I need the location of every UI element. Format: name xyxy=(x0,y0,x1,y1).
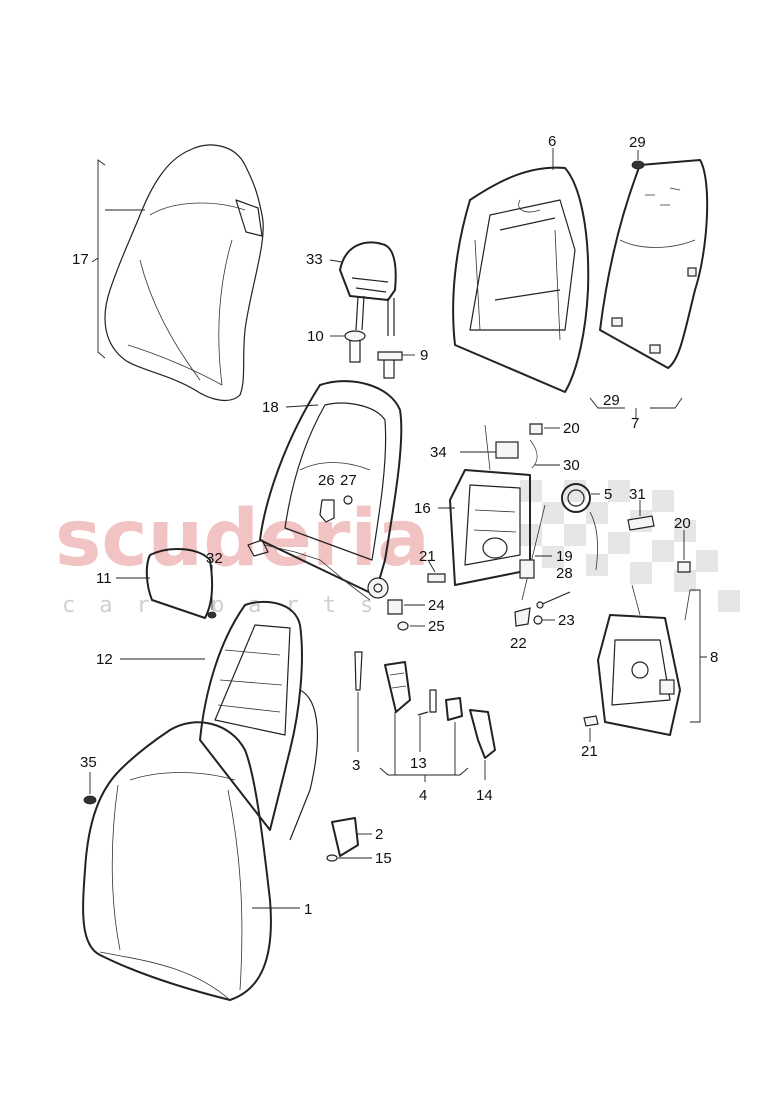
callout-30: 30 xyxy=(563,457,580,474)
callout-11: 11 xyxy=(96,570,112,587)
callout-8: 8 xyxy=(710,649,718,666)
leader-4-lines xyxy=(394,712,456,775)
callout-13: 13 xyxy=(410,755,427,772)
part-4-trim xyxy=(384,661,411,713)
part-18-backrest-frame xyxy=(247,380,403,601)
part-15-screw xyxy=(326,854,338,862)
callout-24: 24 xyxy=(428,597,445,614)
callout-33: 33 xyxy=(306,251,323,268)
callout-28: 28 xyxy=(556,565,573,582)
callout-34: 34 xyxy=(430,444,447,461)
watermark-sub: car parts xyxy=(62,593,397,618)
part-3-bracket xyxy=(354,651,363,691)
part-20-clip-right xyxy=(677,561,691,573)
part-17-backrest-cover xyxy=(104,144,264,402)
callout-1: 1 xyxy=(304,901,312,918)
callout-20-top: 20 xyxy=(563,420,580,437)
part-12-backrest-padding xyxy=(199,600,318,841)
part-13-lever xyxy=(417,689,437,716)
part-9-headrest-guide-locking xyxy=(377,351,403,379)
callout-15: 15 xyxy=(375,850,392,867)
part-4-knob xyxy=(445,697,463,721)
part-31-pin xyxy=(627,515,655,531)
leader-7-bracket xyxy=(589,397,683,418)
part-6-backrest-shell xyxy=(452,166,590,393)
part-28-bolt xyxy=(536,591,571,609)
callout-10: 10 xyxy=(307,328,324,345)
callout-21-middle: 21 xyxy=(419,548,436,565)
part-21-pin-lower xyxy=(583,715,599,727)
callout-21-lower: 21 xyxy=(581,743,598,760)
callout-5: 5 xyxy=(604,486,612,503)
leader-18 xyxy=(285,404,319,408)
callout-32: 32 xyxy=(206,550,223,567)
callout-16: 16 xyxy=(414,500,431,517)
callout-17: 17 xyxy=(72,251,89,268)
leader-8 xyxy=(690,589,707,723)
part-20-clip-top xyxy=(529,423,543,435)
part-27-screw xyxy=(343,495,353,505)
callout-23: 23 xyxy=(558,612,575,629)
leader-4-bracket xyxy=(379,767,469,782)
callout-26: 26 xyxy=(318,472,335,489)
part-33-headrest-frame xyxy=(339,241,397,336)
callout-27: 27 xyxy=(340,472,357,489)
part-24-strip xyxy=(387,599,403,615)
callout-35: 35 xyxy=(80,754,97,771)
part-19-cable xyxy=(519,504,546,601)
part-30-cable xyxy=(484,424,538,471)
part-32-screw xyxy=(207,611,217,619)
watermark-main: scuderia xyxy=(55,494,430,584)
callout-18: 18 xyxy=(262,399,279,416)
part-16-lumbar-support xyxy=(449,469,531,586)
callout-9: 9 xyxy=(420,347,428,364)
callout-22: 22 xyxy=(510,635,527,652)
callout-12: 12 xyxy=(96,651,113,668)
callout-2: 2 xyxy=(375,826,383,843)
part-29-clip xyxy=(631,160,645,170)
part-5-speaker xyxy=(561,483,599,571)
part-34-label xyxy=(495,441,519,459)
leader-21-middle xyxy=(427,559,436,573)
part-7-rear-panel xyxy=(599,159,709,369)
callout-19: 19 xyxy=(556,548,573,565)
part-26-bracket xyxy=(319,499,335,523)
leader-17 xyxy=(91,159,145,359)
callout-3: 3 xyxy=(352,757,360,774)
leader-33 xyxy=(329,259,343,263)
part-2-cover xyxy=(331,817,359,857)
callout-14: 14 xyxy=(476,787,493,804)
part-35-clip xyxy=(83,795,97,805)
part-10-headrest-guide xyxy=(344,330,366,363)
part-14-cover xyxy=(469,709,496,759)
callout-29-top: 29 xyxy=(629,134,646,151)
part-23-screw xyxy=(533,615,543,625)
part-8-adjuster-plate xyxy=(597,584,691,736)
part-25-screw xyxy=(397,621,409,631)
part-22-bracket xyxy=(514,607,531,627)
callout-29-bottom: 29 xyxy=(603,392,620,409)
callout-4: 4 xyxy=(419,787,427,804)
part-1-backrest-cover xyxy=(82,721,272,1001)
callout-25: 25 xyxy=(428,618,445,635)
part-21-pin-middle xyxy=(427,573,446,583)
callout-6: 6 xyxy=(548,133,556,150)
callout-31: 31 xyxy=(629,486,646,503)
callout-20-right: 20 xyxy=(674,515,691,532)
callout-7: 7 xyxy=(631,415,639,432)
